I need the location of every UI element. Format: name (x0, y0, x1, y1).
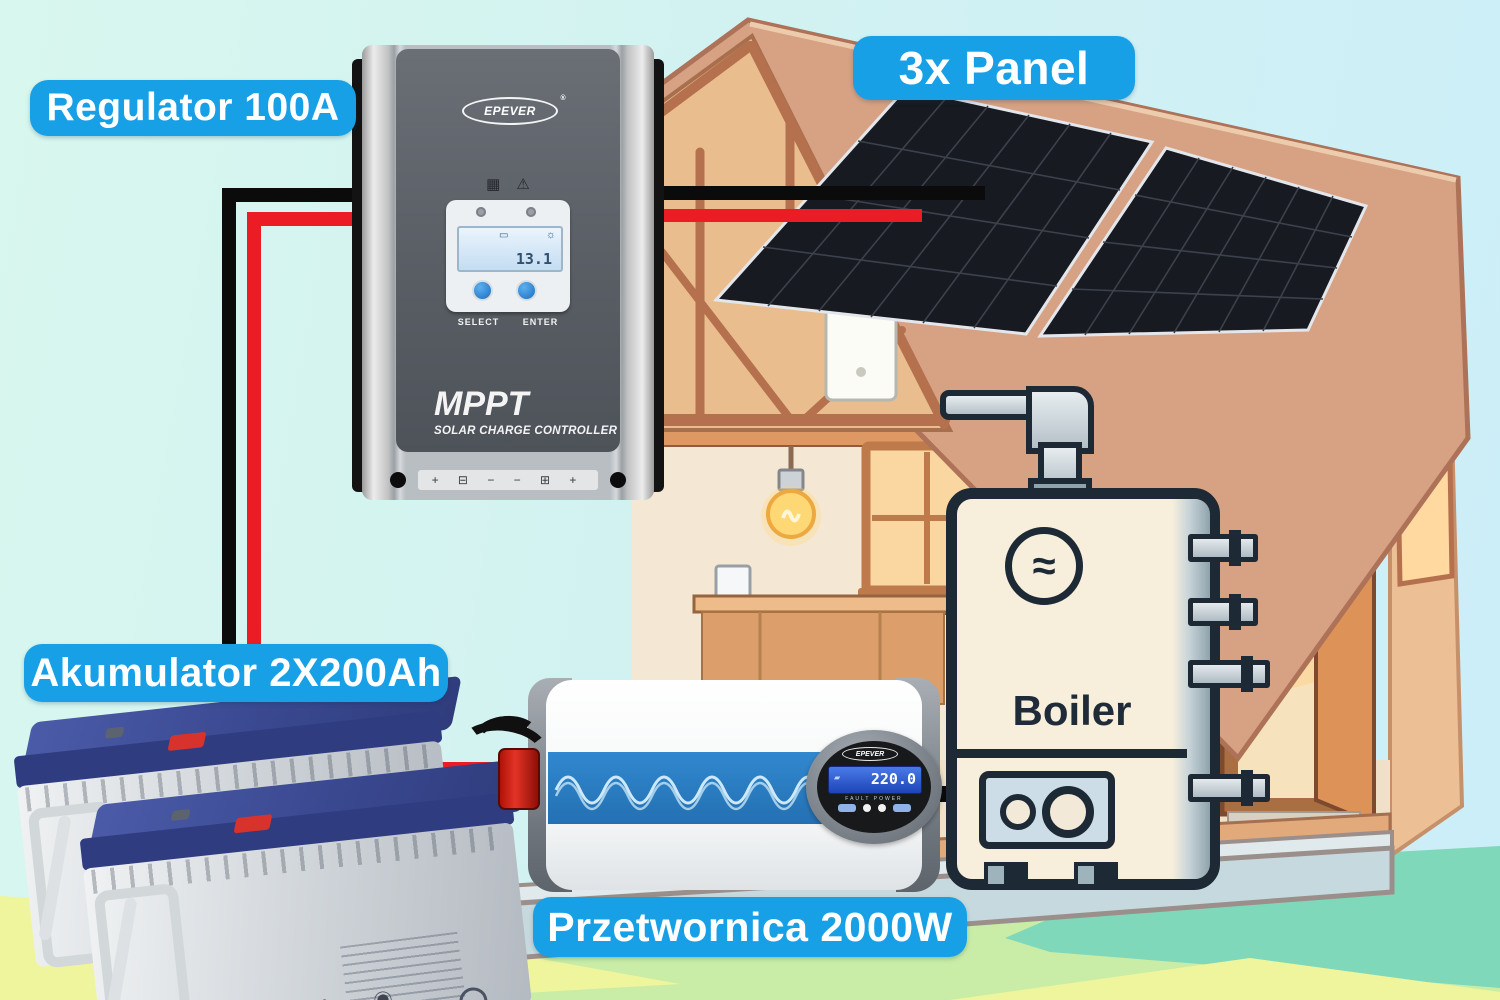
enter-label: ENTER (522, 317, 559, 327)
inverter-indicator-led (877, 804, 886, 812)
wire-battery-positive-vertical (247, 212, 261, 755)
boiler-fitting (1188, 656, 1270, 692)
inverter-input-connector (498, 748, 540, 810)
bar-icon: ▰ (834, 773, 841, 782)
controller-lcd-value: 13.1 (515, 250, 552, 268)
light-bulb (761, 446, 821, 546)
enter-button[interactable] (516, 280, 537, 301)
boiler-label: Boiler (1012, 687, 1132, 734)
boiler-tank-side (1172, 499, 1210, 879)
label-inverter: Przetwornica 2000W (533, 897, 967, 957)
boiler-fitting (1188, 770, 1270, 806)
boiler-fitting (1188, 594, 1258, 630)
registered-mark: ® (560, 95, 566, 102)
inverter-controls (806, 804, 942, 812)
label-regulator: Regulator 100A (30, 80, 356, 136)
controller-brand-logo: EPEVER ® (462, 95, 566, 125)
controller-terminal-marks: + ⊟ − − ⊞ + (418, 470, 598, 490)
boiler-leg (1074, 862, 1118, 888)
controller-model-text: MPPT SOLAR CHARGE CONTROLLER (434, 387, 617, 437)
boiler-knob-large[interactable] (1042, 786, 1094, 838)
solar-panel-left (712, 86, 1155, 336)
screw-icon (476, 207, 486, 217)
label-panels: 3x Panel (853, 36, 1135, 100)
inverter-button[interactable] (837, 804, 856, 812)
controller-key-labels: SELECT ENTER (446, 317, 570, 327)
battery-icon: ▭ (499, 230, 509, 241)
controller-subtitle: SOLAR CHARGE CONTROLLER (434, 425, 618, 437)
boiler-fitting (1188, 530, 1258, 566)
screw-icon (390, 472, 406, 488)
controller-display-module: ▭ ☼ 13.1 (446, 200, 570, 312)
wire-battery-negative-vertical (222, 188, 236, 740)
boiler-leg (984, 862, 1028, 888)
boiler-knob-small[interactable] (1000, 794, 1036, 830)
solar-panel-right (1037, 146, 1369, 338)
select-button[interactable] (472, 280, 493, 301)
inverter-indicator-led (862, 804, 871, 812)
house-side-wall (1388, 426, 1465, 860)
wire-pv-positive (650, 209, 922, 222)
select-label: SELECT (457, 317, 500, 327)
label-battery: Akumulator 2X200Ah (24, 644, 448, 702)
inverter-button[interactable] (892, 804, 911, 812)
controller-title: MPPT (434, 385, 529, 423)
controller-lcd: ▭ ☼ 13.1 (457, 226, 563, 272)
inverter-brand-logo: EPEVER (842, 747, 898, 761)
screw-icon (610, 472, 626, 488)
controller-brand-text: EPEVER (484, 104, 536, 118)
sun-icon: ☼ (545, 229, 556, 241)
inverter-lcd-value: 220.0 (870, 770, 916, 788)
wire-battery-positive-horizontal (247, 212, 374, 226)
inverter-display-pod: EPEVER ▰ 220.0 FAULT POWER (806, 730, 942, 844)
boiler-divider (957, 749, 1187, 758)
wire-battery-negative-horizontal (222, 188, 374, 202)
controller-status-icons: ▦ ⚠ (446, 175, 570, 193)
wire-pv-negative (650, 186, 985, 200)
inverter-indicator-labels: FAULT POWER (845, 796, 903, 802)
inverter-lcd: ▰ 220.0 (828, 766, 922, 794)
hot-water-wave-icon: ≈ (1005, 527, 1083, 605)
pv-array-icon: ▦ (486, 176, 501, 193)
battery-cert-icons: Ⓤ ♻ ✂ ◉ (216, 984, 408, 1000)
charge-controller: EPEVER ® ▦ ⚠ ▭ ☼ 13.1 SELECT ENTER MPPT … (352, 45, 664, 500)
screw-icon (526, 207, 536, 217)
warning-icon: ⚠ (516, 176, 530, 193)
inverter: EPEVER ▰ 220.0 FAULT POWER (528, 678, 942, 892)
boiler-control-panel (979, 771, 1115, 849)
boiler-tank: ≈ Boiler (946, 488, 1220, 890)
